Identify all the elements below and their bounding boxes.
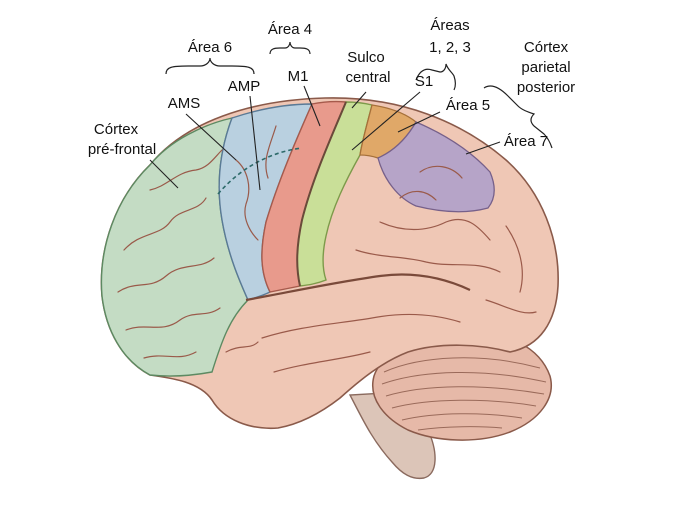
label-amp: AMP xyxy=(228,78,261,95)
area7-leader xyxy=(465,141,501,155)
lateral-fissure xyxy=(245,273,471,302)
areas123-brace xyxy=(415,63,457,91)
label-posterior-parietal-line1: Córtex xyxy=(524,39,569,56)
prefrontal-leader xyxy=(149,159,179,189)
area4-brace xyxy=(269,41,311,55)
area6-brace xyxy=(165,57,255,75)
label-area6: Área 6 xyxy=(188,39,232,56)
leader-lines xyxy=(149,85,501,191)
brackets xyxy=(165,41,553,149)
central-sulcus xyxy=(296,101,347,287)
dashed-boundary xyxy=(217,147,303,195)
label-ams: AMS xyxy=(168,95,201,112)
label-area5: Área 5 xyxy=(446,97,490,114)
area5-leader xyxy=(397,111,441,133)
labels: Área 6 Área 4 Áreas 1, 2, 3 Córtex parie… xyxy=(88,17,575,158)
label-areas123-line2: 1, 2, 3 xyxy=(429,39,471,56)
posterior-parietal-brace xyxy=(483,85,553,149)
label-sulco-line2: central xyxy=(345,69,390,86)
label-sulco-line1: Sulco xyxy=(347,49,385,66)
label-area7: Área 7 xyxy=(504,133,548,150)
ams-leader xyxy=(185,113,237,161)
s1-leader xyxy=(351,91,421,151)
cortex-sulci xyxy=(117,125,537,373)
cerebellum-folia xyxy=(381,357,547,431)
label-prefrontal-line2: pré-frontal xyxy=(88,141,156,158)
m1-leader xyxy=(303,85,321,127)
amp-leader xyxy=(249,95,261,191)
label-s1: S1 xyxy=(415,73,433,90)
label-m1: M1 xyxy=(288,68,309,85)
label-area4: Área 4 xyxy=(268,21,312,38)
label-posterior-parietal-line2: parietal xyxy=(521,59,570,76)
label-areas123-line1: Áreas xyxy=(430,17,469,34)
brain-illustration xyxy=(100,97,559,480)
label-posterior-parietal-line3: posterior xyxy=(517,79,575,96)
label-prefrontal-line1: Córtex xyxy=(94,121,139,138)
sulco-leader xyxy=(351,91,367,109)
